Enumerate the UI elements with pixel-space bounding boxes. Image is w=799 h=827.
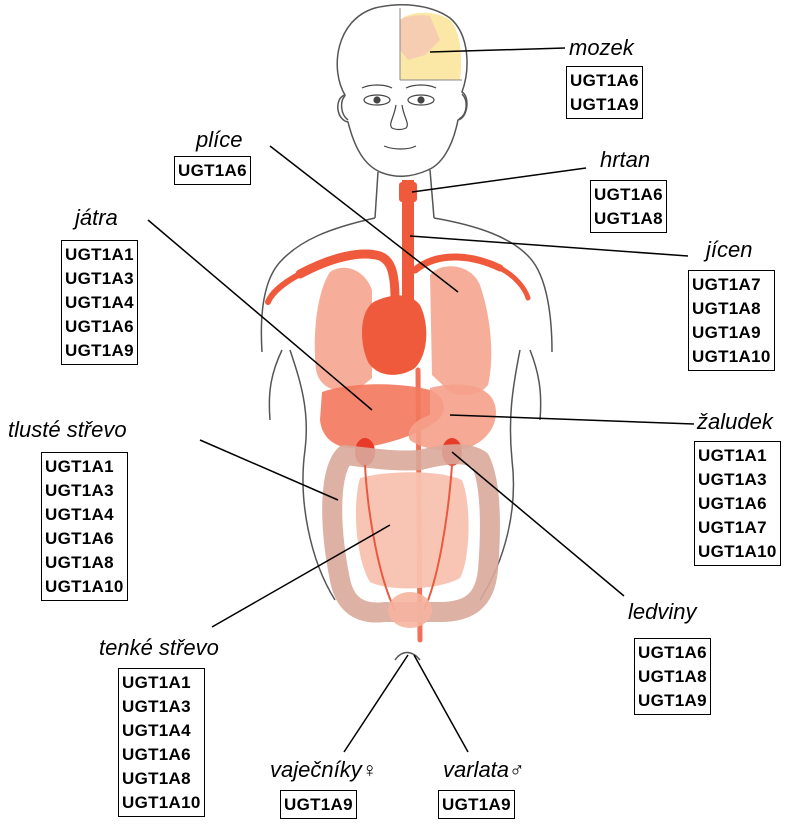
female-symbol-icon: ♀ <box>362 759 378 782</box>
leader-larynx <box>412 168 586 192</box>
organ-lung-title: plíce <box>196 128 242 152</box>
organ-stomach-genes: UGT1A1 UGT1A3 UGT1A6 UGT1A7 UGT1A10 <box>694 441 781 566</box>
gene-label: UGT1A4 <box>122 719 201 743</box>
organ-kidney-title: ledviny <box>628 600 696 624</box>
gene-label: UGT1A7 <box>692 273 771 297</box>
male-symbol-icon: ♂ <box>509 759 525 782</box>
organ-small-intestine-title: tenké střevo <box>99 636 219 660</box>
gene-label: UGT1A6 <box>570 69 639 93</box>
gene-label: UGT1A6 <box>698 492 777 516</box>
gene-label: UGT1A6 <box>45 527 124 551</box>
gene-label: UGT1A3 <box>698 468 777 492</box>
gene-label: UGT1A9 <box>570 93 639 117</box>
gene-label: UGT1A7 <box>698 516 777 540</box>
leader-ovary <box>344 655 408 752</box>
organ-ovary-genes: UGT1A9 <box>280 790 357 819</box>
organ-esophagus-title: jícen <box>706 238 752 262</box>
gene-label: UGT1A8 <box>45 551 124 575</box>
brain-region <box>400 8 462 80</box>
gene-label: UGT1A1 <box>45 455 124 479</box>
bladder <box>388 592 432 628</box>
leader-colon <box>200 440 338 500</box>
gene-label: UGT1A8 <box>692 297 771 321</box>
gene-label: UGT1A6 <box>122 743 201 767</box>
gene-label: UGT1A3 <box>122 695 201 719</box>
gene-label: UGT1A8 <box>638 665 707 689</box>
gene-label: UGT1A9 <box>65 339 134 363</box>
gene-label: UGT1A10 <box>122 791 201 815</box>
organ-brain-title: mozek <box>569 36 634 60</box>
gene-label: UGT1A10 <box>692 345 771 369</box>
gene-label: UGT1A1 <box>698 444 777 468</box>
gene-label: UGT1A10 <box>45 575 124 599</box>
gene-label: UGT1A6 <box>65 315 134 339</box>
organ-brain-genes: UGT1A6 UGT1A9 <box>566 66 643 119</box>
gene-label: UGT1A1 <box>122 671 201 695</box>
gene-label: UGT1A3 <box>45 479 124 503</box>
gene-label: UGT1A4 <box>45 503 124 527</box>
gene-label: UGT1A8 <box>122 767 201 791</box>
gene-label: UGT1A3 <box>65 267 134 291</box>
gene-label: UGT1A6 <box>178 159 247 183</box>
organ-testis-title: varlata♂ <box>443 758 525 783</box>
organ-larynx-title: hrtan <box>600 148 650 172</box>
gene-label: UGT1A10 <box>698 540 777 564</box>
organ-small-intestine-genes: UGT1A1 UGT1A3 UGT1A4 UGT1A6 UGT1A8 UGT1A… <box>118 668 205 817</box>
gene-label: UGT1A8 <box>594 207 663 231</box>
leader-esophagus <box>410 236 688 256</box>
organ-liver-genes: UGT1A1 UGT1A3 UGT1A4 UGT1A6 UGT1A9 <box>61 240 138 365</box>
organ-colon-title: tlusté střevo <box>8 418 127 442</box>
gene-label: UGT1A6 <box>594 183 663 207</box>
gene-label: UGT1A9 <box>284 793 353 817</box>
gene-label: UGT1A9 <box>442 793 511 817</box>
gene-label: UGT1A9 <box>638 689 707 713</box>
organ-stomach-title: žaludek <box>697 410 773 434</box>
organ-larynx-genes: UGT1A6 UGT1A8 <box>590 180 667 233</box>
organ-kidney-genes: UGT1A6 UGT1A8 UGT1A9 <box>634 638 711 715</box>
organ-testis-genes: UGT1A9 <box>438 790 515 819</box>
heart <box>362 295 426 375</box>
gene-label: UGT1A6 <box>638 641 707 665</box>
organ-ovary-title: vaječníky♀ <box>270 758 377 783</box>
organ-lung-genes: UGT1A6 <box>174 156 251 185</box>
organ-colon-genes: UGT1A1 UGT1A3 UGT1A4 UGT1A6 UGT1A8 UGT1A… <box>41 452 128 601</box>
gene-label: UGT1A9 <box>692 321 771 345</box>
gene-label: UGT1A1 <box>65 243 134 267</box>
organ-esophagus-genes: UGT1A7 UGT1A8 UGT1A9 UGT1A10 <box>688 270 775 371</box>
leader-testis <box>414 655 468 752</box>
gene-label: UGT1A4 <box>65 291 134 315</box>
face <box>362 85 436 149</box>
organ-liver-title: játra <box>75 206 118 230</box>
